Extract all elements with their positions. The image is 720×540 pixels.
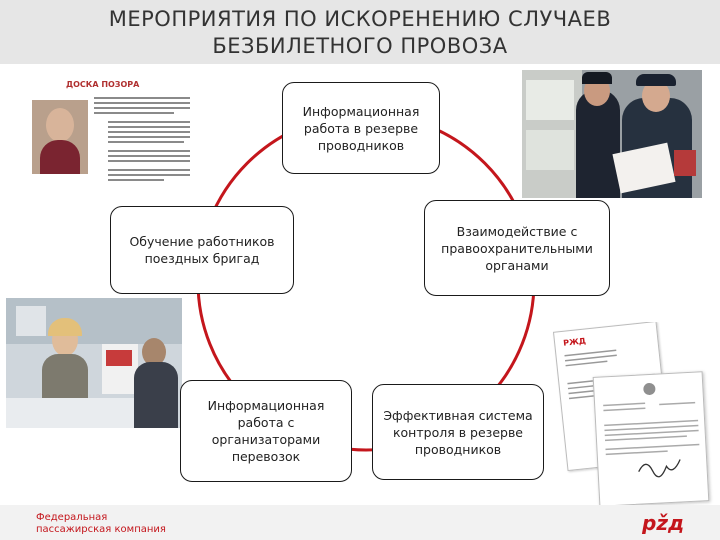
node-info-reserve-label: Информационная работа в резерве проводни…	[289, 103, 433, 154]
company-name-line-2: пассажирская компания	[36, 524, 166, 536]
node-training-label: Обучение работников поездных бригад	[117, 233, 287, 267]
document-front	[593, 371, 710, 507]
node-info-reserve: Информационная работа в резерве проводни…	[282, 82, 440, 174]
company-name: Федеральная пассажирская компания	[36, 512, 166, 536]
node-organizers: Информационная работа с организаторами п…	[180, 380, 352, 482]
node-law-enforcement-label: Взаимодействие с правоохранительными орг…	[431, 223, 603, 274]
police-photo	[522, 70, 702, 198]
node-organizers-label: Информационная работа с организаторами п…	[187, 397, 345, 465]
shame-board-image: ДОСКА ПОЗОРА	[14, 70, 196, 195]
company-name-line-1: Федеральная	[36, 512, 166, 524]
training-photo	[6, 298, 182, 428]
node-control-system: Эффективная система контроля в резерве п…	[372, 384, 544, 480]
board-portrait	[32, 100, 88, 174]
svg-text:РЖД: РЖД	[563, 336, 587, 347]
svg-text:рžд: рžд	[641, 511, 684, 534]
rzd-logo-icon: рžд	[640, 510, 700, 534]
board-text-lines	[94, 94, 194, 194]
node-training: Обучение работников поездных бригад	[110, 206, 294, 294]
node-law-enforcement: Взаимодействие с правоохранительными орг…	[424, 200, 610, 296]
documents-image: РЖД	[540, 322, 716, 507]
node-control-system-label: Эффективная система контроля в резерве п…	[379, 407, 537, 458]
board-heading: ДОСКА ПОЗОРА	[66, 80, 139, 89]
